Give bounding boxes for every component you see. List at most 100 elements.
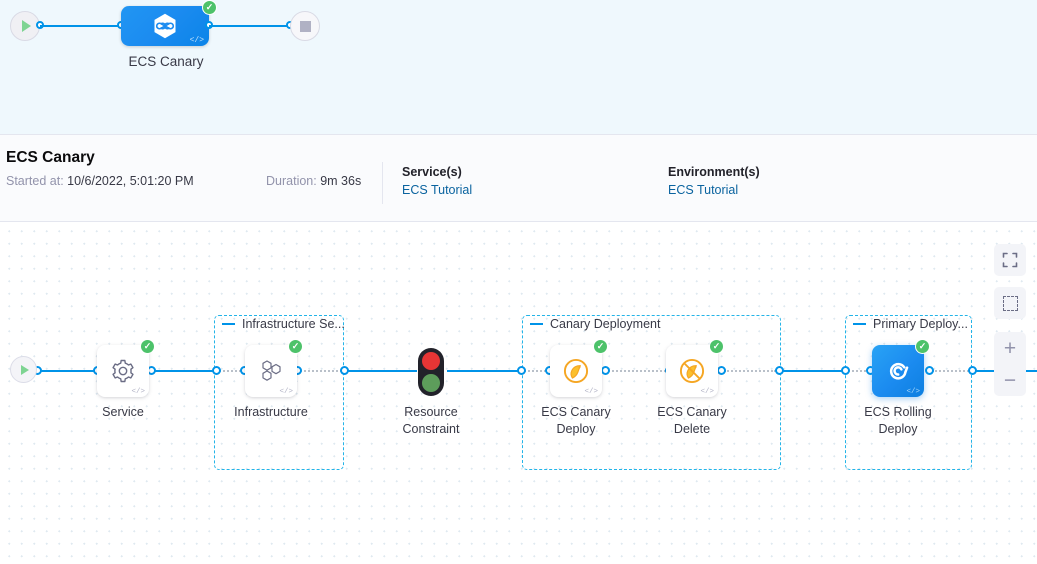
traffic-light-red-icon	[422, 352, 440, 370]
play-icon	[21, 364, 29, 375]
connector-service-to-group	[152, 370, 217, 372]
fit-to-screen-button[interactable]	[994, 287, 1026, 319]
group-label-primary: Primary Deploy...	[873, 317, 968, 331]
group-header-canary[interactable]: Canary Deployment	[530, 317, 660, 331]
node-resource-constraint[interactable]	[418, 348, 444, 396]
info-divider	[382, 162, 383, 204]
node-label-ecs-rolling-deploy: ECS Rolling Deploy	[838, 404, 958, 438]
canvas-start-node[interactable]	[10, 356, 37, 383]
pipeline-execution-canvas[interactable]: Infrastructure Se... Canary Deployment P…	[0, 222, 1037, 564]
pipeline-minimap-band: </> ✓ ECS Canary	[0, 0, 1037, 135]
collapse-dash-icon[interactable]	[222, 323, 235, 325]
connector-canary-to-primary	[780, 370, 845, 372]
connector-dotted-canary-in	[524, 370, 546, 372]
duration-label: Duration	[266, 174, 314, 188]
node-label-line2: Constraint	[402, 422, 460, 436]
environments-value-link[interactable]: ECS Tutorial	[668, 183, 739, 197]
collapse-dash-icon[interactable]	[853, 323, 866, 325]
execution-info-bar: ECS Canary Started at: 10/6/2022, 5:01:2…	[0, 135, 1037, 222]
connector-port	[925, 366, 934, 375]
connector-resource-to-canary	[447, 370, 520, 372]
duration-value: 9m 36s	[320, 174, 362, 188]
minimap-status-badge-success: ✓	[202, 0, 217, 15]
node-label-ecs-canary-deploy: ECS Canary Deploy	[516, 404, 636, 438]
collapse-dash-icon[interactable]	[530, 323, 543, 325]
gear-icon	[112, 359, 134, 383]
node-label-line2: Deploy	[878, 422, 918, 436]
code-badge-icon: </>	[700, 388, 714, 396]
services-value-link[interactable]: ECS Tutorial	[402, 183, 473, 197]
traffic-light-green-icon	[422, 374, 440, 392]
status-badge-success: ✓	[709, 339, 724, 354]
play-icon	[22, 20, 31, 32]
node-infrastructure[interactable]: </> ✓	[245, 339, 303, 397]
hexagon-cluster-icon	[262, 360, 281, 381]
node-service[interactable]: </> ✓	[97, 339, 155, 397]
connector-port	[340, 366, 349, 375]
node-label-resource-constraint: Resource Constraint	[371, 404, 491, 438]
code-badge-icon: </>	[189, 36, 204, 45]
ecs-rolling-deploy-icon	[889, 362, 909, 380]
node-label-line1: ECS Canary	[657, 405, 727, 419]
connector-dotted-between-canary	[608, 370, 666, 372]
connector-port	[517, 366, 526, 375]
execution-title: ECS Canary	[6, 149, 95, 166]
connector-to-resource-constraint	[345, 370, 417, 372]
expand-fullscreen-button[interactable]	[994, 244, 1026, 276]
group-primary-deployment[interactable]	[845, 315, 972, 470]
canary-bird-delete-icon	[679, 358, 705, 384]
minimap-connector-1	[40, 25, 122, 27]
group-header-primary[interactable]: Primary Deploy...	[853, 317, 968, 331]
status-badge-success: ✓	[288, 339, 303, 354]
node-label-infrastructure: Infrastructure	[234, 405, 308, 419]
connector-dotted-primary-in	[848, 370, 870, 372]
node-label-line1: Resource	[404, 405, 458, 419]
connector-dotted-group-in	[219, 370, 241, 372]
started-at-value: 10/6/2022, 5:01:20 PM	[67, 174, 194, 188]
dashed-square-icon	[1002, 295, 1018, 311]
connector-dotted-group-out	[300, 370, 342, 372]
connector-port	[601, 366, 610, 375]
node-label-line1: ECS Canary	[541, 405, 611, 419]
zoom-out-button[interactable]: −	[1003, 368, 1017, 392]
group-label-canary: Canary Deployment	[550, 317, 661, 331]
connector-port	[841, 366, 850, 375]
code-badge-icon: </>	[279, 388, 293, 396]
node-label-line2: Delete	[673, 422, 711, 436]
status-badge-success: ✓	[140, 339, 155, 354]
connector-dotted-primary-out	[932, 370, 969, 372]
started-at-label: Started at	[6, 174, 61, 188]
stop-icon	[299, 20, 311, 32]
connector-port	[717, 366, 726, 375]
status-badge-success: ✓	[915, 339, 930, 354]
connector-dotted-canary-out	[724, 370, 776, 372]
node-label-line2: Deploy	[556, 422, 596, 436]
status-badge-success: ✓	[593, 339, 608, 354]
minimap-pipeline-node[interactable]: </>	[121, 6, 209, 46]
group-label-infrastructure: Infrastructure Se...	[242, 317, 345, 331]
zoom-in-button[interactable]: +	[1003, 336, 1017, 360]
services-header: Service(s)	[402, 165, 462, 179]
connector-port	[212, 366, 221, 375]
connector-port	[968, 366, 977, 375]
node-ecs-canary-deploy[interactable]: </> ✓	[550, 339, 608, 397]
minimap-end-node[interactable]	[290, 11, 320, 41]
group-header-infrastructure[interactable]: Infrastructure Se...	[222, 317, 345, 331]
code-badge-icon: </>	[906, 388, 920, 396]
canary-bird-icon	[563, 358, 589, 384]
minimap-node-label: ECS Canary	[128, 54, 204, 69]
connector-port	[775, 366, 784, 375]
expand-corners-icon	[1002, 252, 1018, 268]
node-ecs-canary-delete[interactable]: </> ✓	[666, 339, 724, 397]
code-badge-icon: </>	[131, 388, 145, 396]
zoom-controls[interactable]: + −	[994, 332, 1026, 396]
node-label-ecs-canary-delete: ECS Canary Delete	[632, 404, 752, 438]
minimap-connector-2	[209, 25, 289, 27]
code-badge-icon: </>	[584, 388, 598, 396]
group-canary-deployment[interactable]	[522, 315, 781, 470]
node-ecs-rolling-deploy[interactable]: </> ✓	[872, 339, 930, 397]
execution-duration: Duration: 9m 36s	[266, 174, 362, 188]
environments-header: Environment(s)	[668, 165, 760, 179]
minimap-start-node[interactable]	[10, 11, 40, 41]
group-infrastructure-section[interactable]	[214, 315, 344, 470]
